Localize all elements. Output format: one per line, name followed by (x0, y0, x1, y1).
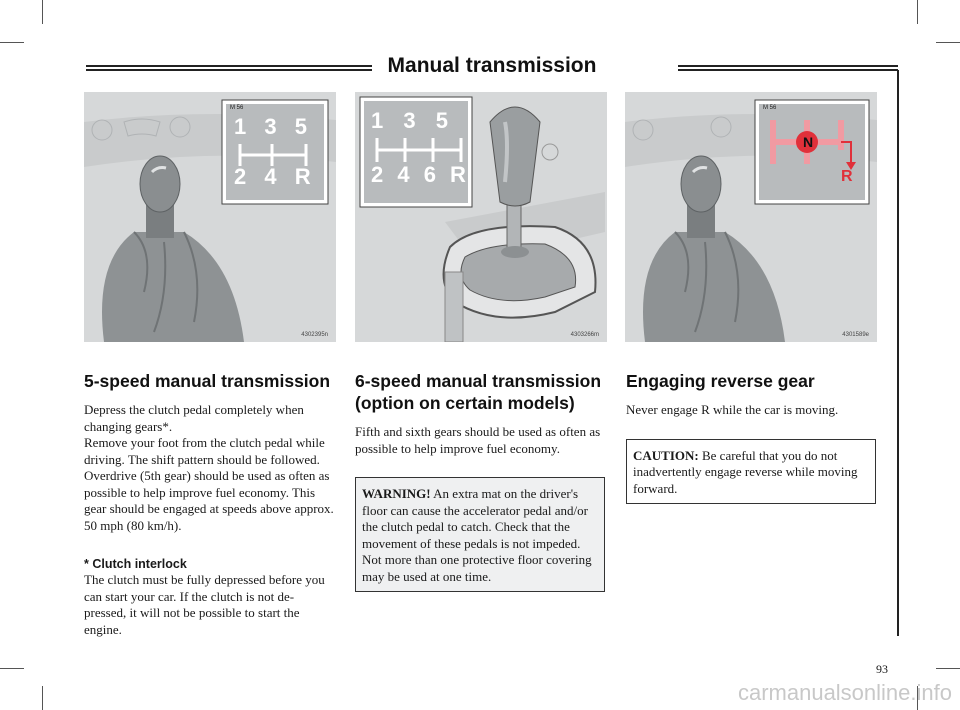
section-heading: Engaging reverse gear (626, 371, 815, 391)
warning-text: An extra mat on the driver's floor can c… (362, 486, 592, 584)
title-rule-right (678, 65, 898, 71)
body-text: Fifth and sixth gears should be used as … (355, 424, 601, 456)
warning-box: WARNING! An extra mat on the driver's fl… (355, 477, 605, 592)
gear-shift-5-speed-image (84, 92, 336, 342)
watermark: carmanualsonline.info (737, 680, 952, 705)
body-text: Depress the clutch pedal completely when… (84, 402, 304, 434)
body-text: Remove your foot from the clutch pedal w… (84, 435, 334, 533)
gear-pattern-top: 1 3 5 (371, 108, 455, 133)
caution-text: Be careful that you do not inadvertently… (633, 447, 858, 496)
page-number: 93 (876, 662, 888, 676)
body-text: Never engage R while the car is moving. (626, 402, 839, 417)
gear-pattern-top: 1 3 5 (234, 114, 313, 139)
reverse-label: R (841, 168, 853, 185)
caution-box: CAUTION: Be careful that you do not inad… (626, 438, 876, 504)
section-6-speed: 6-speed manual transmission (option on c… (355, 370, 605, 592)
crop-mark (0, 668, 24, 669)
illustration-reverse: M 56 N R 4301589e (625, 92, 877, 342)
crop-mark (936, 668, 960, 669)
section-heading: 5-speed manual transmission (84, 371, 331, 391)
model-label: M 56 (230, 105, 244, 111)
gear-gate-lines (238, 144, 308, 166)
section-heading: 6-speed manual transmission (option on c… (355, 371, 602, 413)
body-text: The clutch must be fully depressed befor… (84, 572, 325, 637)
crop-mark (917, 0, 918, 24)
margin-rule (897, 70, 899, 636)
caution-label: CAUTION: (633, 447, 699, 463)
section-5-speed: 5-speed manual transmission Depress the … (84, 370, 334, 638)
section-reverse: Engaging reverse gear Never engage R whi… (626, 370, 876, 504)
crop-mark (936, 42, 960, 43)
page-title: Manual transmission (387, 54, 597, 77)
crop-mark (42, 0, 43, 24)
image-code: 4302395n (301, 332, 328, 338)
image-code: 4303266m (570, 332, 599, 338)
illustration-5-speed: M 56 1 3 5 2 4 R 4302395n (84, 92, 336, 342)
gear-shift-6-speed-image (355, 92, 607, 342)
neutral-label: N (802, 134, 814, 150)
crop-mark (0, 42, 24, 43)
warning-label: WARNING! (362, 486, 431, 501)
gear-gate-lines (375, 138, 463, 162)
title-rule-left (86, 65, 372, 71)
model-label: M 56 (763, 105, 777, 111)
gear-pattern-bottom: 2 4 6 R (371, 162, 470, 187)
gear-pattern-bottom: 2 4 R (234, 164, 317, 189)
subheading: * Clutch interlock (84, 557, 187, 571)
page-header: Manual transmission (86, 54, 898, 80)
illustration-6-speed: 1 3 5 2 4 6 R 4303266m (355, 92, 607, 342)
crop-mark (42, 686, 43, 710)
gear-shift-reverse-image (625, 92, 877, 342)
crop-mark (917, 686, 918, 710)
image-code: 4301589e (842, 332, 869, 338)
